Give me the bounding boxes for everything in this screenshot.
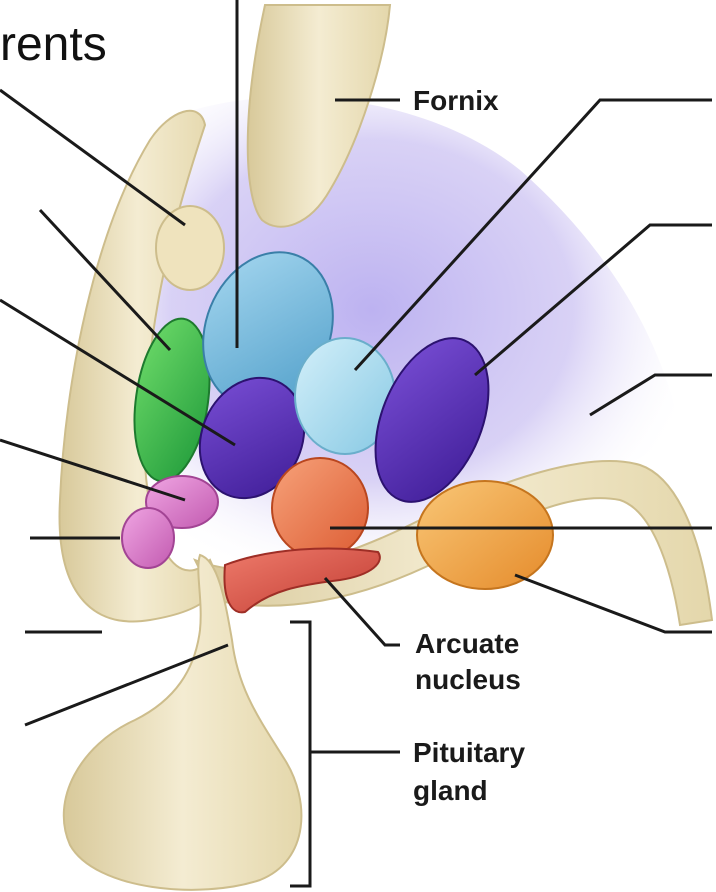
orange-nucleus (272, 458, 368, 558)
rounded-body (156, 206, 224, 290)
partial-heading: rents (0, 18, 107, 71)
label-pituitary-line2: gland (413, 775, 488, 806)
label-arcuate-line2: nucleus (415, 664, 521, 695)
label-pituitary-line1: Pituitary (413, 737, 525, 768)
gold-nucleus (417, 481, 553, 589)
pink-nucleus-lower (122, 508, 174, 568)
label-arcuate-line1: Arcuate (415, 628, 519, 659)
label-fornix: Fornix (413, 85, 499, 116)
